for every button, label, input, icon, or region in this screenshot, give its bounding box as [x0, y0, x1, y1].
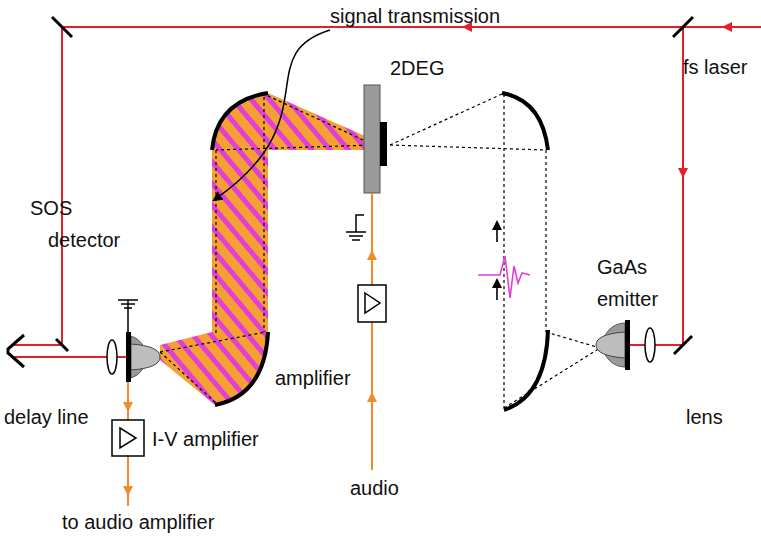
part-label: emitter — [597, 287, 658, 311]
part-label: amplifier — [275, 366, 351, 390]
audio-wire — [128, 193, 372, 506]
parabolic-mirror — [212, 93, 548, 410]
part-label: detector — [48, 228, 120, 252]
part-label: SOS — [30, 196, 72, 220]
lens — [107, 340, 117, 374]
ground-symbol — [346, 215, 366, 240]
part-label: lens — [686, 405, 723, 429]
thz-beam — [390, 94, 600, 408]
amplifier-symbol — [112, 285, 386, 456]
mirror — [8, 17, 693, 367]
signal-beam — [160, 93, 374, 405]
laser-direction-arrow — [464, 27, 740, 176]
sos-detector — [126, 332, 160, 382]
part-label: 2DEG — [390, 56, 444, 80]
gaas-emitter — [596, 320, 630, 370]
ground-symbol — [118, 300, 138, 332]
leader-arrow — [214, 30, 330, 200]
lens — [645, 328, 655, 362]
callout-label: signal transmission — [330, 4, 500, 28]
part-label: GaAs — [597, 255, 647, 279]
signal-label: to audio amplifier — [62, 510, 214, 534]
laser-beam — [14, 27, 761, 357]
part-label: I-V amplifier — [152, 427, 259, 451]
beam-direction-arrow — [496, 222, 498, 300]
2deg-sample — [364, 85, 387, 193]
part-label: fs laser — [683, 55, 747, 79]
part-label: delay line — [4, 405, 89, 429]
audio-direction-arrow — [128, 252, 372, 494]
thz-pulse — [478, 256, 530, 298]
signal-label: audio — [350, 476, 399, 500]
